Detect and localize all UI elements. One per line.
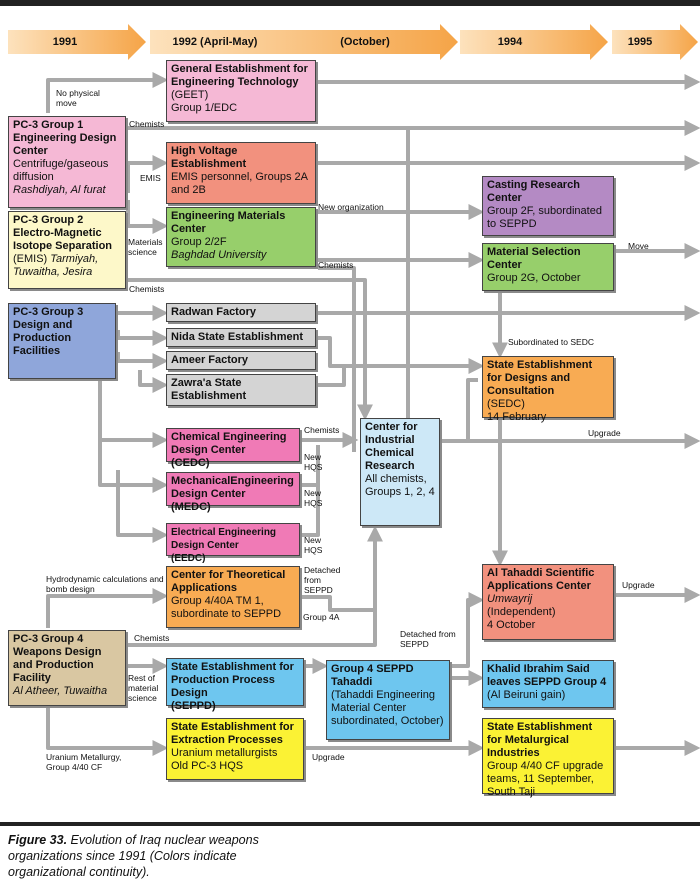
metallurgical-industries-box: State Establishment for Metalurgical Ind… xyxy=(482,718,614,798)
engineering-materials-box: Engineering Materials Center Group 2/2F … xyxy=(166,207,316,267)
khalid-box: Khalid Ibrahim Said leaves SEPPD Group 4… xyxy=(482,660,614,708)
extraction-processes-box: State Establishment for Extraction Proce… xyxy=(166,718,304,780)
nida-box: Nida State Establishment xyxy=(166,328,316,347)
label-group-4a: Group 4A xyxy=(303,612,340,622)
theoretical-applications-box: Center for Theoretical Applications Grou… xyxy=(166,566,300,628)
label-rest-of-material-science: Rest of material science xyxy=(128,673,159,703)
label-emis: EMIS xyxy=(140,173,161,183)
zawra-box: Zawra'a State Establishment xyxy=(166,374,316,406)
pc3-group3-box: PC-3 Group 3 Design and Production Facil… xyxy=(8,303,116,379)
pc3-group4-box: PC-3 Group 4 Weapons Design and Producti… xyxy=(8,630,126,706)
top-rule xyxy=(0,0,700,6)
timeline-arrows xyxy=(8,24,698,60)
label-new-hqs: New HQS xyxy=(304,452,323,472)
label-upgrade: Upgrade xyxy=(622,580,655,590)
label-materials-science: Materials science xyxy=(128,237,163,257)
label-subordinated-sedc: Subordinated to SEDC xyxy=(508,337,594,347)
label-upgrade: Upgrade xyxy=(312,752,345,762)
eedc-box: Electrical Engineering Design Center (EE… xyxy=(166,523,300,564)
label-new-hqs: New HQS xyxy=(304,488,323,508)
label-move: Move xyxy=(628,241,649,251)
label-detached-from-seppd: Detached from SEPPD xyxy=(304,565,341,595)
label-uranium-metallurgy: Uranium Metallurgy, Group 4/40 CF xyxy=(46,752,122,772)
al-tahaddi-box: Al Tahaddi Scientific Applications Cente… xyxy=(482,564,614,640)
label-chemists: Chemists xyxy=(129,119,165,129)
timeline-october: (October) xyxy=(340,36,390,48)
caption-text: Evolution of Iraq nuclear weapons organi… xyxy=(8,833,259,879)
label-chemists: Chemists xyxy=(134,633,170,643)
medc-box: MechanicalEngineering Design Center (MED… xyxy=(166,472,300,513)
seppd-box: State Establishment for Production Proce… xyxy=(166,658,304,712)
bottom-rule xyxy=(0,822,700,826)
figure-number: Figure 33. xyxy=(8,833,68,847)
sedc-box: State Establishment for Designs and Cons… xyxy=(482,356,614,423)
cedc-box: Chemical Engineering Design Center (CEDC… xyxy=(166,428,300,469)
cicr-box: Center for Industrial Chemical Research … xyxy=(360,418,440,526)
material-selection-box: Material Selection Center Group 2G, Octo… xyxy=(482,243,614,291)
label-new-hqs: New HQS xyxy=(304,535,323,555)
figure-caption: Figure 33. Evolution of Iraq nuclear wea… xyxy=(8,832,308,880)
timeline-1995: 1995 xyxy=(627,36,653,48)
label-chemists: Chemists xyxy=(304,425,340,435)
casting-research-box: Casting Research Center Group 2F, subord… xyxy=(482,176,614,236)
geet-box: General Establishment for Engineering Te… xyxy=(166,60,316,122)
label-upgrade: Upgrade xyxy=(588,428,621,438)
timeline-1991: 1991 xyxy=(52,36,78,48)
label-detached-from-seppd: Detached from SEPPD xyxy=(400,629,456,649)
ameer-box: Ameer Factory xyxy=(166,351,316,370)
timeline-1994: 1994 xyxy=(497,36,523,48)
label-chemists: Chemists xyxy=(129,284,165,294)
label-hydrodynamic: Hydrodynamic calculations and bomb desig… xyxy=(46,574,164,594)
label-no-physical-move: No physical move xyxy=(56,88,100,108)
radwan-box: Radwan Factory xyxy=(166,303,316,322)
pc3-group1-box: PC-3 Group 1 Engineering Design Center C… xyxy=(8,116,126,208)
high-voltage-box: High Voltage Establishment EMIS personne… xyxy=(166,142,316,204)
label-chemists: Chemists xyxy=(318,260,354,270)
pc3-group2-box: PC-3 Group 2 Electro-Magnetic Isotope Se… xyxy=(8,211,126,289)
label-new-organization: New organization xyxy=(318,202,384,212)
timeline-1992: 1992 (April-May) xyxy=(172,36,258,48)
group4-tahaddi-box: Group 4 SEPPD Tahaddi (Tahaddi Engineeri… xyxy=(326,660,450,740)
